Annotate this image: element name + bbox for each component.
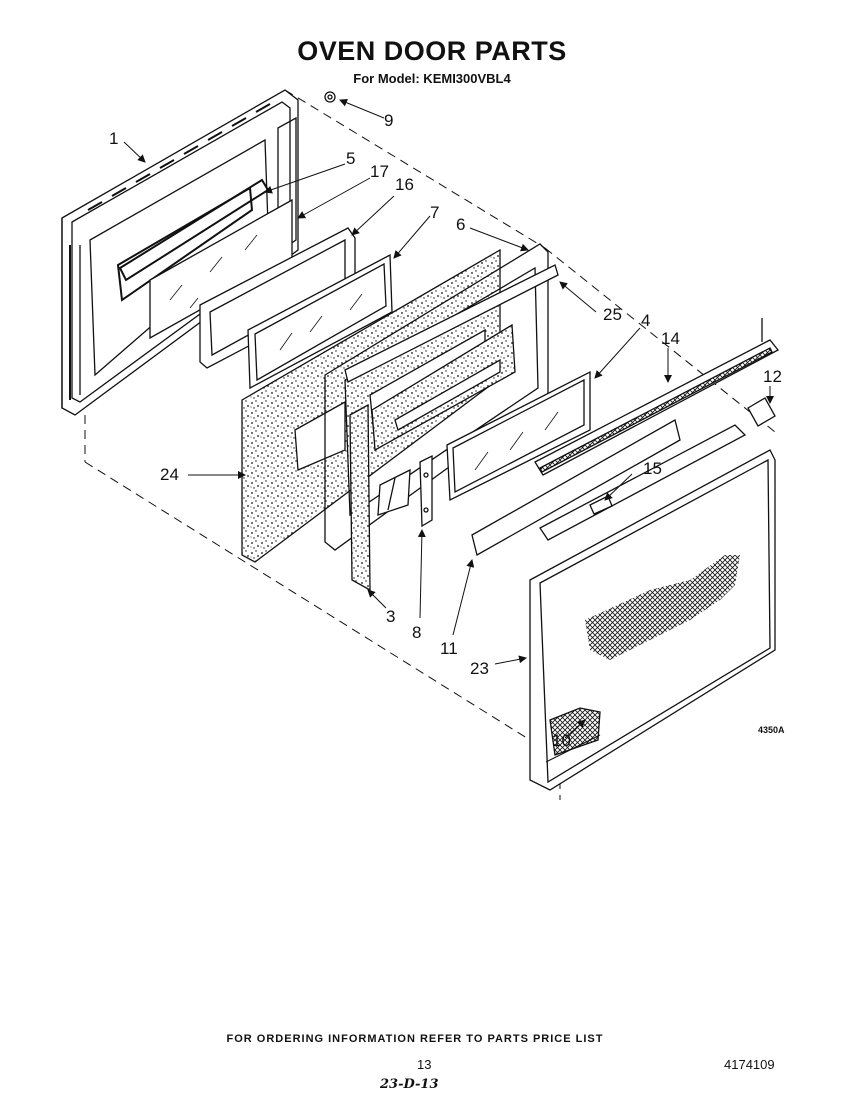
part-3-side-strip [349,403,371,592]
callout-17: 17 [370,162,389,181]
callout-6: 6 [456,215,465,234]
part-4-outer-glass [446,370,591,502]
alignment-dashed-lines [84,89,776,800]
baffle-bracket [377,468,411,516]
callout-7: 7 [430,203,439,222]
part-1-inner-door-panel [61,89,299,416]
callout-1: 1 [109,129,118,148]
callout-23: 23 [470,659,489,678]
callout-15: 15 [643,459,662,478]
callout-5: 5 [346,149,355,168]
part-6-door-frame [324,243,549,551]
part-12-end-cap [747,397,776,427]
page-title: OVEN DOOR PARTS [297,36,567,66]
part-23-outer-door-panel [529,449,776,791]
handwritten-code: 23-D-13 [380,1077,439,1092]
part-14-top-trim [534,318,779,476]
page-number: 13 [417,1057,432,1072]
callout-16: 16 [395,175,414,194]
exploded-parts-diagram: 1 9 5 17 16 7 6 25 4 14 12 15 24 3 8 11 … [61,89,785,800]
part-9-screw [324,91,336,103]
callout-4: 4 [641,311,650,330]
part-25-trim-strip [344,264,559,383]
callout-3: 3 [386,607,395,626]
model-subtitle: For Model: KEMI300VBL4 [353,71,511,86]
callout-10: 10 [552,731,571,750]
callout-14: 14 [661,329,680,348]
figure-id: 4350A [758,725,785,735]
part-8-hinge-clip [419,454,433,528]
document-number: 4174109 [724,1057,775,1072]
ordering-note: FOR ORDERING INFORMATION REFER TO PARTS … [226,1033,604,1045]
part-11-vent-plate [471,419,681,556]
callout-12: 12 [763,367,782,386]
callout-9: 9 [384,111,393,130]
callout-8: 8 [412,623,421,642]
callout-leader-lines [123,98,774,739]
part-7-middle-glass [247,253,393,390]
callout-24: 24 [160,465,179,484]
callout-11: 11 [440,639,458,658]
callout-25: 25 [603,305,622,324]
part-15-handle [539,424,747,541]
